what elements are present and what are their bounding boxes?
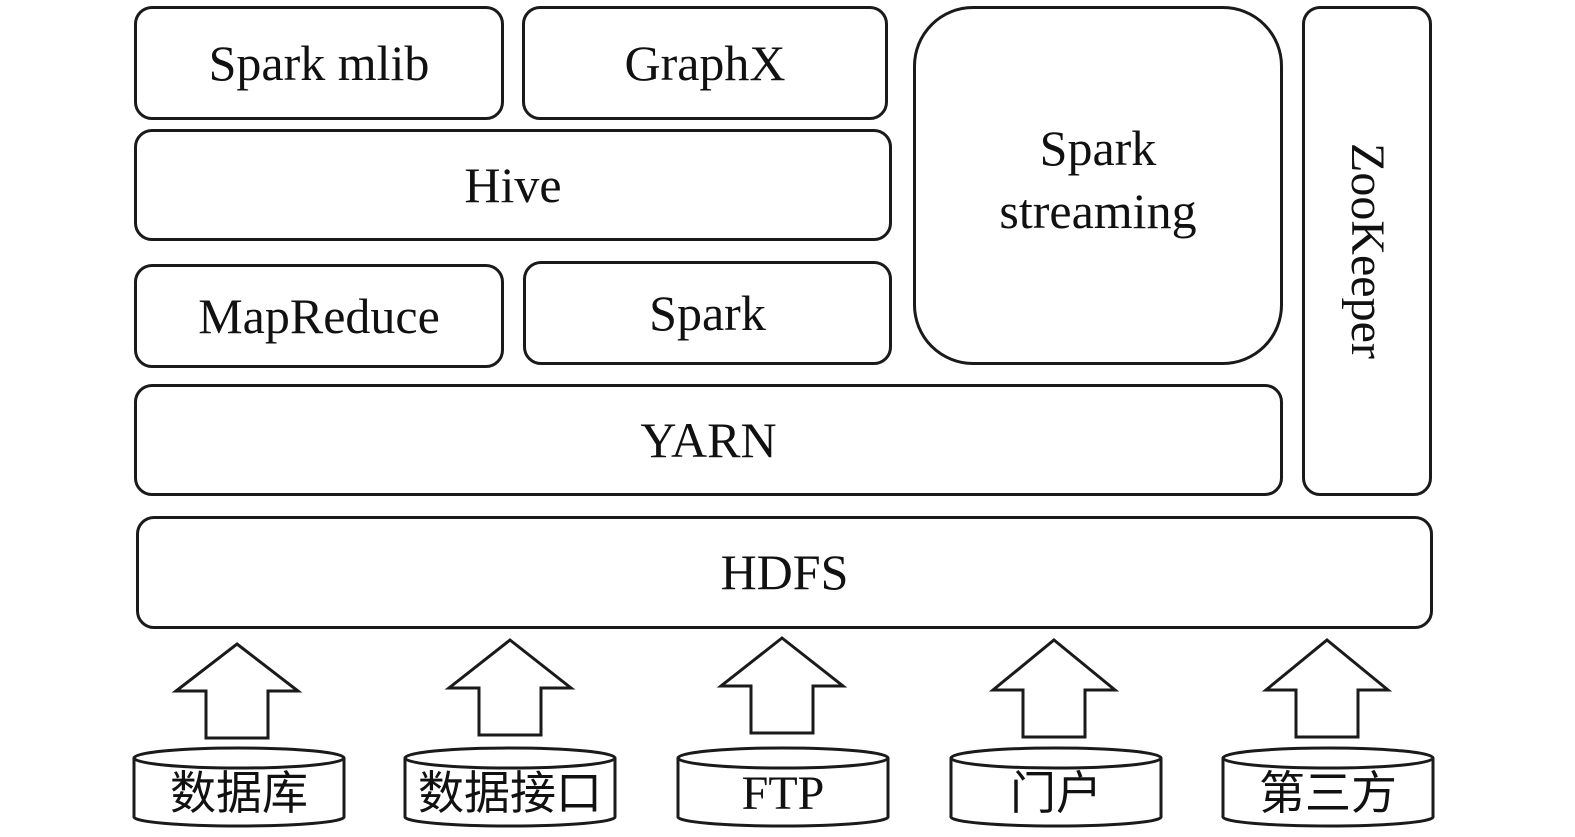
- database-cylinder-icon: [1221, 746, 1435, 828]
- hive-box: Hive: [134, 129, 892, 241]
- arrow-icon: [716, 636, 848, 735]
- spark-label: Spark: [649, 284, 766, 341]
- database-cylinder-icon: [949, 746, 1163, 828]
- source-label-database: 数据库: [170, 766, 308, 820]
- hdfs-label: HDFS: [720, 544, 849, 601]
- graphx-label: GraphX: [624, 34, 786, 91]
- source-label-ftp: FTP: [741, 767, 825, 820]
- database-cylinder-icon: [403, 746, 617, 828]
- spark-mlib-box: Spark mlib: [134, 6, 504, 120]
- source-label-third-party: 第三方: [1259, 766, 1397, 820]
- database-cylinder-icon: [676, 746, 890, 828]
- zookeeper-box: ZooKeeper: [1302, 6, 1432, 496]
- database-cylinder-icon: [132, 746, 346, 828]
- spark-streaming-label: Spark streaming: [999, 120, 1197, 239]
- arrow-icon: [988, 638, 1120, 739]
- hive-label: Hive: [464, 156, 562, 213]
- source-label-data-interface: 数据接口: [418, 766, 602, 820]
- graphx-box: GraphX: [522, 6, 888, 120]
- yarn-box: YARN: [134, 384, 1283, 496]
- spark-box: Spark: [523, 261, 892, 365]
- arrow-icon: [444, 638, 576, 737]
- source-label-portal: 门户: [1010, 766, 1102, 820]
- arrow-icon: [171, 642, 303, 740]
- spark-mlib-label: Spark mlib: [208, 34, 430, 91]
- zookeeper-label: ZooKeeper: [1341, 143, 1394, 359]
- hdfs-box: HDFS: [136, 516, 1433, 629]
- yarn-label: YARN: [640, 411, 777, 468]
- mapreduce-label: MapReduce: [198, 287, 440, 344]
- spark-streaming-box: Spark streaming: [913, 6, 1283, 365]
- mapreduce-box: MapReduce: [134, 264, 504, 368]
- arrow-icon: [1261, 638, 1393, 739]
